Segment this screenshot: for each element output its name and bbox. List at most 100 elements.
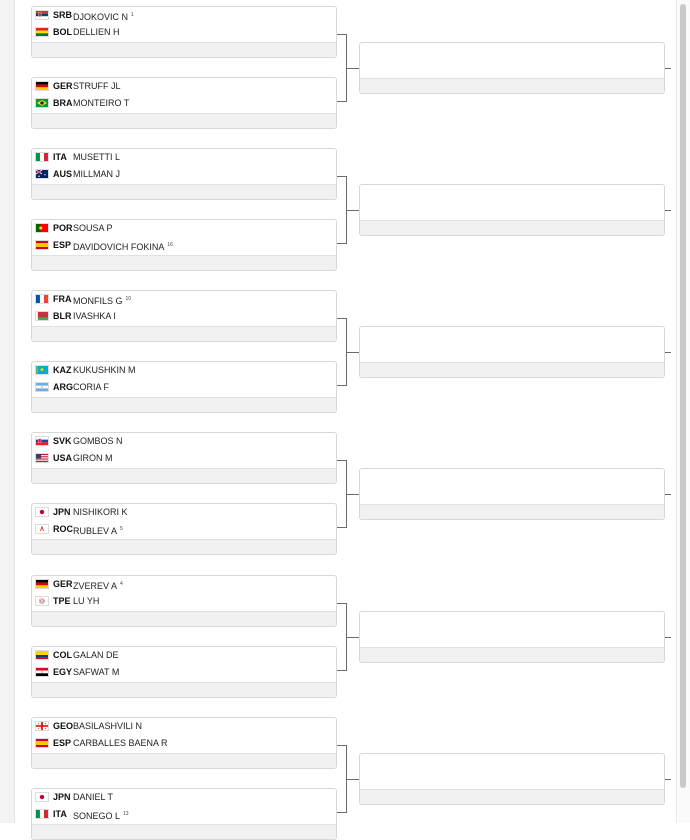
- country-code: BRA: [53, 98, 73, 108]
- bracket-connector: [665, 637, 671, 638]
- flag-col-icon: [35, 650, 49, 660]
- country-code: ITA: [53, 809, 67, 819]
- player-name-text: ZVEREV A: [73, 581, 118, 591]
- match-score-footer: [32, 539, 336, 554]
- scrollbar-thumb[interactable]: [680, 4, 686, 788]
- next-round-match-card[interactable]: [359, 42, 665, 94]
- match-score-footer: [32, 113, 336, 128]
- flag-kaz-icon: [35, 365, 49, 375]
- player-name-text: KUKUSHKIN M: [73, 365, 136, 375]
- flag-ita-icon: [35, 152, 49, 162]
- bracket-connector: [337, 318, 347, 319]
- player-name: SOUSA P: [73, 222, 113, 234]
- player-name-text: LU YH: [73, 596, 100, 606]
- flag-aus-icon: [35, 169, 49, 179]
- bracket-connector: [337, 527, 347, 528]
- bracket-connector: [337, 385, 347, 386]
- next-round-match-card[interactable]: [359, 468, 665, 520]
- next-round-match-card[interactable]: [359, 611, 665, 663]
- player-name-text: STRUFF JL: [73, 81, 121, 91]
- match-score-footer: [32, 611, 336, 626]
- bracket-connector: [347, 210, 359, 211]
- match-score-footer: [32, 42, 336, 57]
- match-score-footer: [360, 362, 664, 377]
- player-name: SAFWAT M: [73, 666, 119, 678]
- player-name: NISHIKORI K: [73, 506, 128, 518]
- country-code: ESP: [53, 738, 72, 748]
- next-round-match-card[interactable]: [359, 326, 665, 378]
- bracket-connector: [347, 68, 359, 69]
- bracket-connector: [347, 779, 359, 780]
- player-name-text: DJOKOVIC N: [73, 12, 129, 22]
- bracket-connector: [337, 34, 347, 35]
- player-name: BASILASHVILI N: [73, 720, 142, 732]
- bracket-connector: [337, 745, 347, 746]
- bracket-connector: [347, 494, 359, 495]
- next-round-match-card[interactable]: [359, 753, 665, 805]
- player-name: GIRON M: [73, 452, 113, 464]
- bracket-connector: [337, 101, 347, 102]
- player-name-text: IVASHKA I: [73, 311, 116, 321]
- country-code: AUS: [53, 169, 73, 179]
- flag-bol-icon: [35, 27, 49, 37]
- flag-fra-icon: [35, 294, 49, 304]
- flag-tpe-icon: [35, 596, 49, 606]
- flag-blr-icon: [35, 311, 49, 321]
- country-code: BOL: [53, 27, 72, 37]
- player-name: STRUFF JL: [73, 80, 121, 92]
- bracket-connector: [346, 603, 347, 671]
- country-code: EGY: [53, 667, 73, 677]
- player-name: CORIA F: [73, 381, 109, 393]
- player-name-text: CARBALLES BAENA R: [73, 738, 168, 748]
- bracket-connector: [347, 637, 359, 638]
- player-name: KUKUSHKIN M: [73, 364, 136, 376]
- match-score-footer: [32, 468, 336, 483]
- bracket-connector: [337, 176, 347, 177]
- player-name: DANIEL T: [73, 791, 113, 803]
- match-score-footer: [360, 647, 664, 662]
- next-round-match-card[interactable]: [359, 184, 665, 236]
- bracket-connector: [665, 779, 671, 780]
- flag-geo-icon: [35, 721, 49, 731]
- player-name-text: DELLIEN H: [73, 27, 120, 37]
